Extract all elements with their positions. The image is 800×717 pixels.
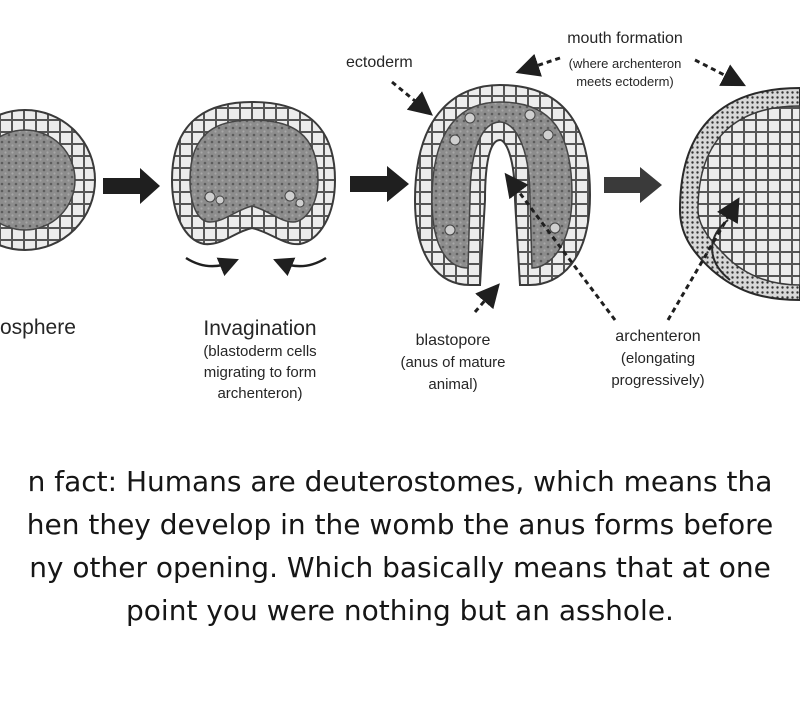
curved-arrow-right bbox=[273, 256, 327, 277]
gastrulation-diagram bbox=[0, 53, 800, 321]
archenteron-label: archenteron (elongating progressively) bbox=[611, 328, 705, 389]
stage-arrow-3 bbox=[604, 167, 662, 203]
blastopore-pointer bbox=[473, 283, 500, 313]
stage-arrow-2 bbox=[350, 166, 409, 202]
invagination-drawing bbox=[170, 100, 337, 246]
ectoderm-label: ectoderm bbox=[346, 54, 413, 71]
archenteron-pointer-right bbox=[666, 197, 740, 321]
stage-label-blastosphere: osphere bbox=[0, 316, 76, 339]
ectoderm-pointer bbox=[391, 80, 433, 116]
mouth-formation-pointer-left bbox=[515, 53, 561, 77]
caption-line: n fact: Humans are deuterostomes, which … bbox=[27, 465, 773, 498]
mouth-formation-label: mouth formation (where archenteron meets… bbox=[567, 30, 683, 89]
caption-line: ny other opening. Which basically means … bbox=[29, 551, 771, 584]
curved-arrow-left bbox=[185, 256, 239, 277]
stage-label-invagination: Invagination (blastoderm cells migrating… bbox=[203, 317, 317, 402]
archenteron-pointer-left bbox=[504, 172, 617, 321]
fun-fact-caption: n fact: Humans are deuterostomes, which … bbox=[0, 460, 800, 632]
caption-line: point you were nothing but an asshole. bbox=[126, 594, 674, 627]
caption-line: hen they develop in the womb the anus fo… bbox=[26, 508, 774, 541]
late-gastrula-drawing bbox=[678, 86, 800, 302]
gastrula-drawing bbox=[413, 83, 592, 286]
blastopore-label: blastopore (anus of mature animal) bbox=[400, 332, 506, 393]
stage-arrow-1 bbox=[103, 168, 160, 204]
blastosphere-drawing bbox=[0, 109, 96, 251]
mouth-formation-pointer-right bbox=[694, 58, 747, 87]
